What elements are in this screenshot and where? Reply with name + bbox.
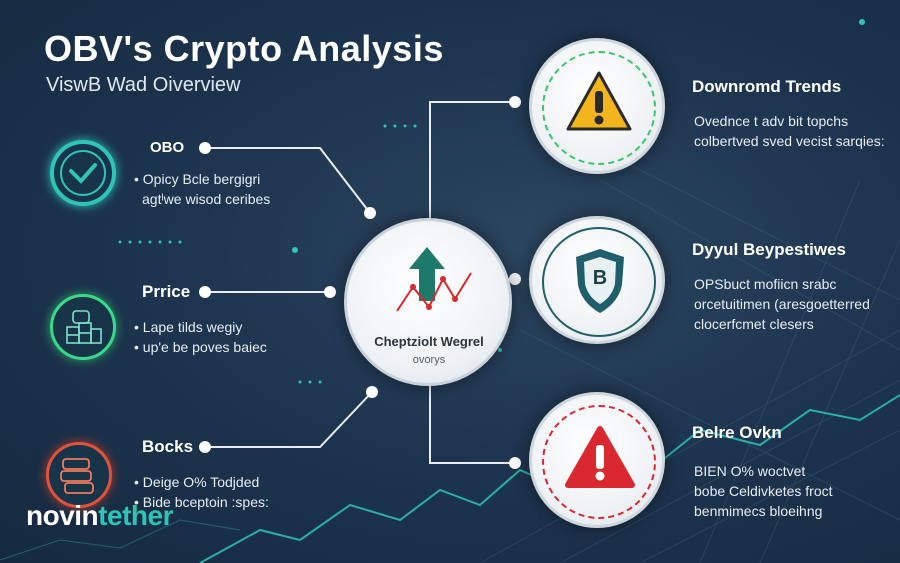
shield-bitcoin-icon <box>576 249 624 313</box>
warning-icon <box>566 71 632 131</box>
right-node-bear-risk <box>529 392 665 528</box>
right-label-downtrend: Downromd Trends <box>692 77 842 96</box>
center-sublabel: ovorys <box>412 354 446 366</box>
right-desc-downtrend-1: Ovednce t adv bit topchs <box>694 113 849 129</box>
right-desc-downtrend-2: colbertved sved vecist sarqies: <box>694 133 885 149</box>
page-title: OBV's Crypto Analysis <box>44 28 444 69</box>
left-desc-price-1: • Lape tilds wegiy <box>134 319 243 335</box>
right-desc-bear-risk-3: benmimecs bloeihng <box>694 503 823 519</box>
right-desc-perspectives-3: clocerfcmet clesers <box>694 316 814 332</box>
center-label: Cheptziolt Wegrel <box>374 334 484 349</box>
left-label-price: Prrice <box>142 282 191 301</box>
left-label-blocks: Bocks <box>142 437 194 456</box>
alert-icon <box>565 426 635 488</box>
check-icon <box>50 140 116 206</box>
right-desc-bear-risk-2: bobe Celdivketes froct <box>694 483 833 499</box>
right-label-perspectives: Dyyul Beypestiwes <box>692 240 847 259</box>
center-node: Cheptziolt Wegrel ovorys <box>344 218 512 386</box>
left-desc-blocks-2: • Bide bceptoin :spes: <box>134 494 269 510</box>
left-desc-obv-2: agtˡwe wisod ceribes <box>142 191 271 207</box>
left-desc-blocks-1: • Deige O% Todjded <box>134 474 260 490</box>
chart-arrow-icon <box>396 247 472 312</box>
left-desc-obv-1: • Opicy Bcle bergigri <box>134 171 261 187</box>
page-subtitle: ViswB Wad Oiverview <box>46 74 241 96</box>
bitcoin-badge: B <box>592 267 608 289</box>
left-label-obv: OBO <box>150 139 185 156</box>
left-desc-price-2: • up'e be poves baiec <box>134 339 267 355</box>
right-desc-bear-risk-1: BIEN O% woctvet <box>694 463 806 479</box>
logo-part-1: novin <box>26 500 99 531</box>
right-desc-perspectives-1: OPSbuct mofiicn srabc <box>694 276 837 292</box>
right-node-perspectives: B <box>529 216 665 344</box>
logo-part-2: tether <box>98 500 173 531</box>
books-stack-icon <box>46 442 112 508</box>
logo-watermark: novintether <box>26 500 173 532</box>
right-node-downtrend <box>529 38 665 174</box>
coins-stack-icon <box>50 294 116 360</box>
right-label-bear-risk: Belre Ovkn <box>692 423 782 442</box>
right-desc-perspectives-2: orcetuitimen (aresgoetterred <box>694 296 870 312</box>
